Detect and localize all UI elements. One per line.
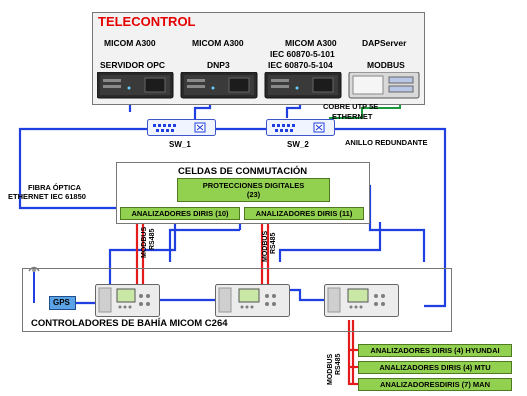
server-dap-role: MODBUS <box>367 60 405 70</box>
modbus-label-mid: MODBUS <box>262 231 269 262</box>
gps-antenna-icon <box>28 266 40 303</box>
server-opc-role: SERVIDOR OPC <box>100 60 166 70</box>
fiber-left-loop <box>18 127 147 210</box>
rs485-label-mid: RS485 <box>270 232 277 254</box>
server-iec-role-104: IEC 60870-5-104 <box>268 60 333 70</box>
switch-sw2-label: SW_2 <box>287 140 309 149</box>
dapserver-device-icon <box>348 72 420 99</box>
switch-sw1-icon <box>147 119 216 136</box>
gps-label: GPS <box>53 298 70 307</box>
rack-server-opc-icon <box>97 72 174 99</box>
analyzers-mtu-label: ANALIZADORES DIRIS (4) MTU <box>379 363 491 372</box>
digital-protections-box: PROTECCIONES DIGITALES (23) <box>177 178 330 202</box>
digital-protections-label: PROTECCIONES DIGITALES <box>202 181 305 190</box>
copper-link <box>329 100 401 119</box>
server-dap-vendor: DAPServer <box>362 38 407 48</box>
telecontrol-title: TELECONTROL <box>98 14 196 29</box>
fiber-label: FIBRA ÓPTICA <box>28 183 82 192</box>
c264-controller-2-icon <box>215 284 290 317</box>
gps-box: GPS <box>49 296 76 310</box>
ring-right <box>330 127 447 308</box>
server-iec-role-101: IEC 60870-5-101 <box>270 49 335 59</box>
modbus-label-left: MODBUS <box>141 227 148 258</box>
modbus-label-right: MODBUS <box>327 354 334 385</box>
analyzers-right-label: ANALIZADORES DIRIS (11) <box>255 209 353 218</box>
serial-lines <box>135 220 358 386</box>
link-c264b-c264c <box>290 288 324 302</box>
rack-server-dnp3-icon <box>180 72 258 99</box>
c264-controller-3-icon <box>324 284 399 317</box>
link-cells-c264a <box>168 228 240 262</box>
switch-sw1-label: SW_1 <box>169 140 191 149</box>
server-iec-vendor: MICOM A300 <box>285 38 337 48</box>
server-opc-vendor: MICOM A300 <box>104 38 156 48</box>
rack-server-iec-icon <box>264 72 342 99</box>
analyzers-mtu-box: ANALIZADORES DIRIS (4) MTU <box>358 361 512 374</box>
bay-controllers-title: CONTROLADORES DE BAHÍA MICOM C264 <box>31 318 228 329</box>
server-racks <box>97 72 420 99</box>
switch-sw2-icon <box>266 119 335 136</box>
analyzers-hyundai-box: ANALIZADORES DIRIS (4) HYUNDAI <box>358 344 512 357</box>
analyzers-hyundai-label: ANALIZADORES DIRIS (4) HYUNDAI <box>370 346 500 355</box>
ethernet-label: ETHERNET <box>332 112 373 121</box>
rs485-label-right: RS485 <box>335 353 342 375</box>
analyzers-man-label: ANALIZADORESDIRIS (7) MAN <box>380 380 490 389</box>
rs485-label-left: RS485 <box>149 228 156 250</box>
server-dnp3-vendor: MICOM A300 <box>192 38 244 48</box>
fiber-protocol-label: ETHERNET IEC 61850 <box>8 192 86 201</box>
analyzers-left-label: ANALIZADORES DIRIS (10) <box>131 209 229 218</box>
link-right-c264b <box>278 222 382 262</box>
analyzers-man-box: ANALIZADORESDIRIS (7) MAN <box>358 378 512 391</box>
analyzers-left-box: ANALIZADORES DIRIS (10) <box>120 207 240 220</box>
copper-label: COBRE UTP 5E <box>323 102 379 111</box>
digital-protections-count: (23) <box>246 190 261 199</box>
switching-cells-title: CELDAS DE CONMUTACIÓN <box>178 166 308 177</box>
analyzers-right-box: ANALIZADORES DIRIS (11) <box>244 207 364 220</box>
bay-controllers-panel <box>22 268 452 332</box>
server-dnp3-role: DNP3 <box>207 60 230 70</box>
ring-label: ANILLO REDUNDANTE <box>345 138 428 147</box>
c264-controller-1-icon <box>95 284 160 317</box>
